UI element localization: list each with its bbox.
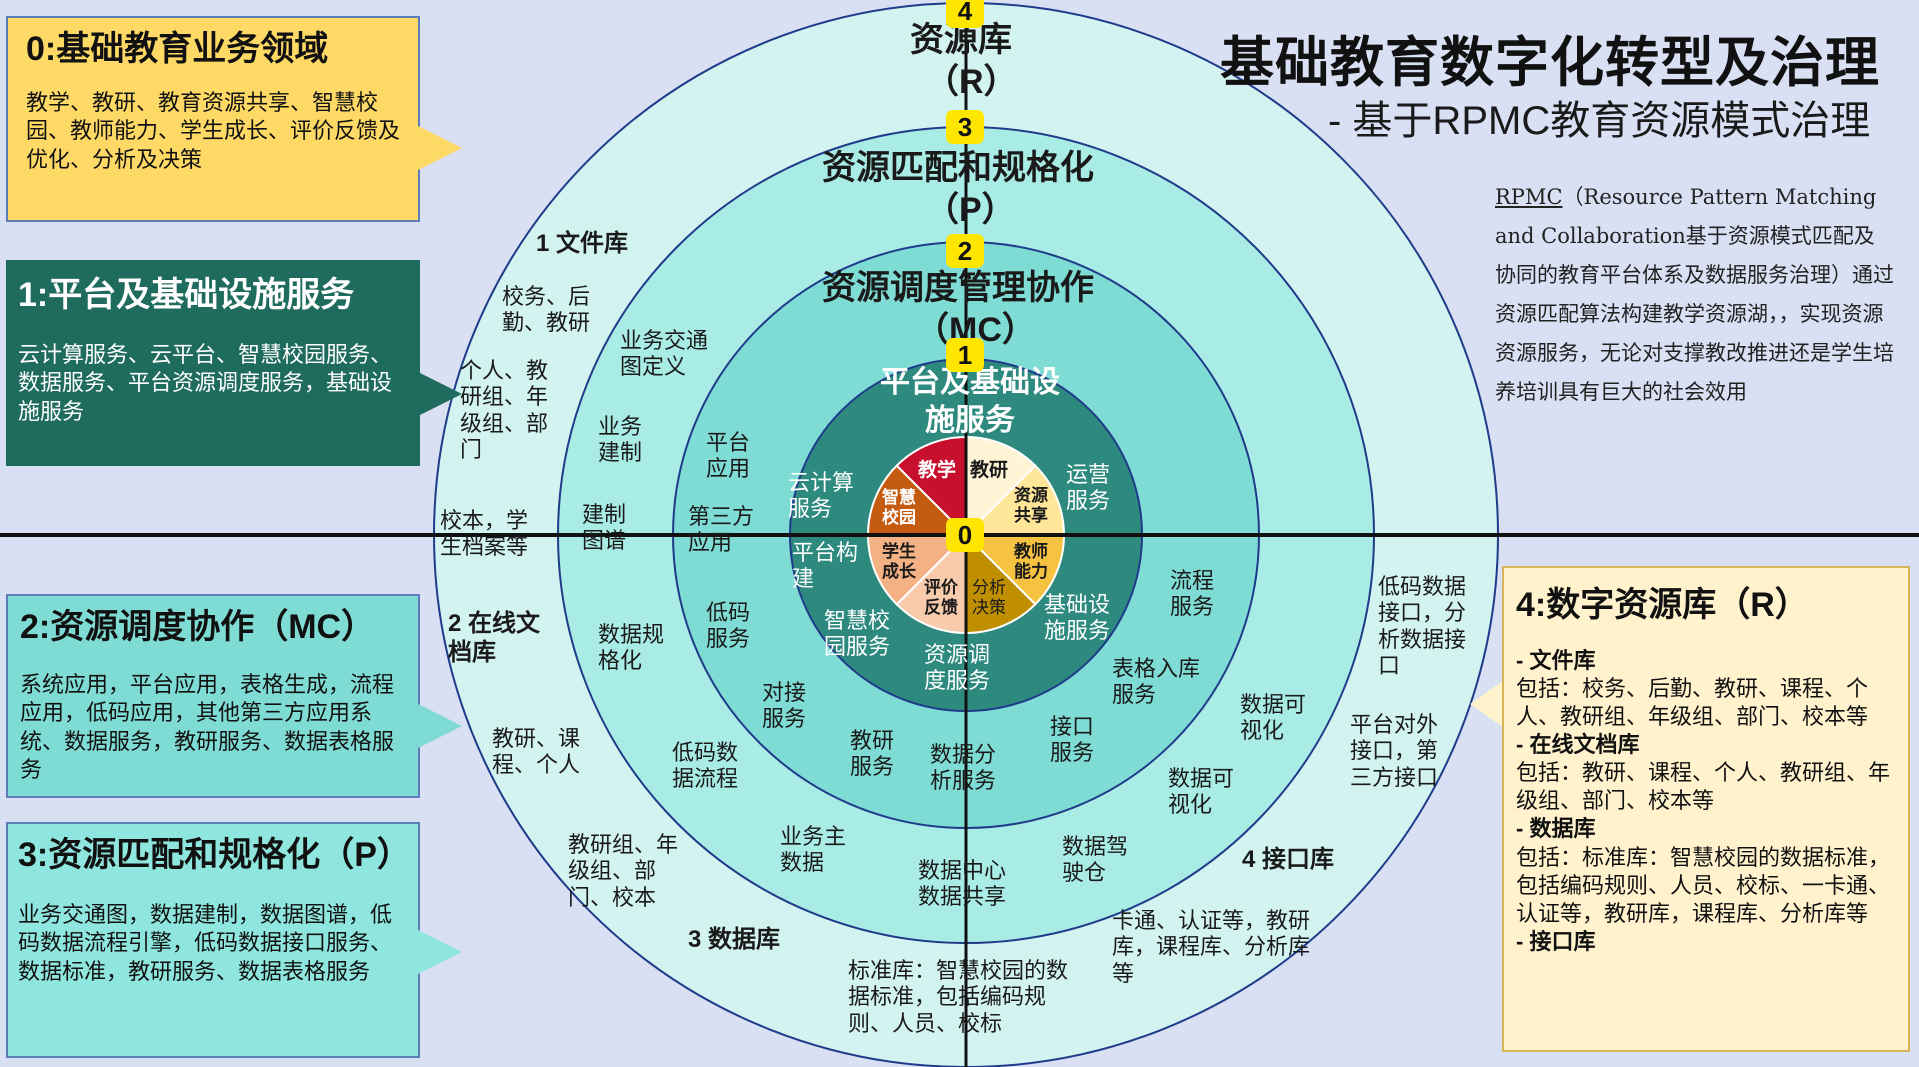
ring2-label-data-analysis: 数据分析服务 [930,742,997,794]
ring3-title: 资源匹配和规格化 [822,149,1094,187]
core-sector-1 [965,435,1037,538]
box-2-scheduling: 2:资源调度协作（MC） 系统应用，平台应用，表格生成，流程应用，低码应用，其他… [6,594,420,798]
ring1-label-resource-scheduling: 资源调度服务 [924,642,991,694]
ring1-label-infrastructure: 基础设施服务 [1044,592,1111,644]
ring3-label-lowcode-flow: 低码数据流程 [672,740,739,792]
box-1-tail [418,372,462,416]
ring4-label-online-a: 教研、课程、个人 [492,726,581,778]
box-3-matching: 3:资源匹配和规格化（P） 业务交通图，数据建制，数据图谱，低码数据流程引擎，低… [6,822,420,1058]
box-4-title: 4:数字资源库（R） [1516,586,1809,624]
ring3-label-data-center: 数据中心数据共享 [918,858,1007,910]
ring2-label-process-service: 流程服务 [1170,568,1215,620]
ring1-title: 平台及基础设施服务 [880,366,1060,437]
ring4-label-online-b: 教研组、年级组、部门、校本 [568,832,679,910]
box-3-tail [418,930,462,974]
box-2-tail [418,704,462,748]
ring4-label-file-b: 个人、教研组、年级组、部门 [460,358,549,463]
box-0-body: 教学、教研、教育资源共享、智慧校园、教师能力、学生成长、评价反馈及优化、分析及决… [26,89,401,172]
core-label-smart-campus: 智慧校园 [882,488,916,528]
box-4-item-1-body: 包括：教研、课程、个人、教研组、年级组、部门、校本等 [1516,760,1891,814]
ring2-label-research-service: 教研服务 [850,728,895,780]
box-2-body: 系统应用，平台应用，表格生成，流程应用，低码应用，其他第三方应用系统、数据服务，… [20,671,395,783]
ring1-label-cloud: 云计算服务 [788,470,855,522]
core-sector-0 [895,435,967,538]
badge-4: 4 [946,0,984,28]
box-4-item-1-head: - 在线文档库 [1516,731,1640,757]
ring2-label-lowcode-service: 低码服务 [706,600,751,652]
ring4-label-db-b: 卡通、认证等，教研库，课程库、分析库等 [1112,908,1311,986]
ring3-label-master-data: 业务主数据 [780,824,847,876]
core-label-teaching: 教学 [918,460,957,481]
core-label-teacher-ability: 教师能力 [1014,542,1048,582]
ring4-label-file-c: 校本，学生档案等 [440,508,529,560]
box-1-title: 1:平台及基础设施服务 [18,276,355,314]
ring4-code: （R） [925,63,1018,101]
ring4-label-if-b: 低码数据接口，分析数据接口 [1378,574,1467,679]
core-label-evaluation-feedback: 评价反馈 [924,578,958,618]
box-4-resource-library: 4:数字资源库（R） - 文件库 包括：校务、后勤、教研、课程、个人、教研组、年… [1502,566,1910,1052]
box-4-list: - 文件库 包括：校务、后勤、教研、课程、个人、教研组、年级组、部门、校本等 -… [1516,647,1896,957]
box-0-education-domain: 0:基础教育业务领域 教学、教研、教育资源共享、智慧校园、教师能力、学生成长、评… [6,16,420,222]
badge-3: 3 [946,110,984,144]
box-4-item-2-body: 包括：标准库：智慧校园的数据标准，包括编码规则、人员、校标、一卡通、认证等，教研… [1516,844,1891,926]
core-label-research: 教研 [970,460,1009,481]
core-label-analysis-decision: 分析决策 [972,578,1006,618]
ring4-label-database: 3 数据库 [688,926,781,953]
ring2-title: 资源调度管理协作 [822,269,1094,307]
box-2-title: 2:资源调度协作（MC） [20,608,376,646]
ring4-label-interface-lib: 4 接口库 [1242,846,1335,873]
core-sector-6 [866,534,969,606]
core-sector-2 [963,464,1066,536]
description-lead: RPMC [1495,185,1563,209]
ring4-label-if-a: 平台对外接口，第三方接口 [1350,712,1439,790]
core-sector-7 [866,464,969,536]
ring3-label-traffic-map: 业务交通图定义 [620,328,709,380]
page-subtitle: - 基于RPMC教育资源模式治理 [1328,99,1871,143]
box-4-item-0-body: 包括：校务、后勤、教研、课程、个人、教研组、年级组、部门、校本等 [1516,675,1869,729]
badge-1: 1 [946,338,984,372]
ring2-label-third-party-app: 第三方应用 [688,504,755,556]
core-sector-5 [895,532,967,635]
ring4-label-file-lib: 1 文件库 [536,230,629,257]
core-label-resource-share: 资源共享 [1014,486,1048,526]
description-text: （Resource Pattern Matching and Collabora… [1495,185,1894,404]
box-1-platform: 1:平台及基础设施服务 云计算服务、云平台、智慧校园服务、数据服务、平台资源调度… [6,260,420,466]
core-sector-3 [963,534,1066,606]
ring1-label-smart-campus: 智慧校园服务 [824,608,891,660]
ring2-label-docking-service: 对接服务 [762,680,807,732]
ring4-label-file-a: 校务、后勤、教研 [502,284,591,336]
ring2-label-table-storage: 表格入库服务 [1112,656,1201,708]
description: RPMC（Resource Pattern Matching and Colla… [1495,178,1895,412]
ring4-label-online-doc: 2 在线文档库 [448,610,541,666]
box-4-tail [1470,680,1504,728]
core-pie [866,435,1066,635]
ring3-label-data-normalize: 数据规格化 [598,622,665,674]
box-3-title: 3:资源匹配和规格化（P） [18,836,411,874]
box-0-title: 0:基础教育业务领域 [26,30,329,68]
badge-2: 2 [946,234,984,268]
core-label-student-growth: 学生成长 [882,542,916,582]
box-1-body: 云计算服务、云平台、智慧校园服务、数据服务、平台资源调度服务，基础设施服务 [18,341,393,424]
badge-0: 0 [946,518,984,552]
ring3-label-data-visual-2: 数据可视化 [1240,692,1307,744]
ring4-label-db-a: 标准库：智慧校园的数据标准，包括编码规则、人员、校标 [848,958,1069,1036]
core-sector-4 [965,532,1037,635]
box-3-body: 业务交通图，数据建制，数据图谱，低码数据流程引擎，低码数据接口服务、数据标准，教… [18,901,393,984]
page-title: 基础教育数字化转型及治理 [1220,33,1880,93]
ring3-label-data-visual-1: 数据可视化 [1168,766,1235,818]
ring1-label-platform-build: 平台构建 [792,540,859,592]
ring2-label-platform-app: 平台应用 [706,430,751,482]
ring1-label-operation: 运营服务 [1066,462,1111,514]
box-4-item-3-head: - 接口库 [1516,929,1596,955]
ring3-label-org-graph: 建制图谱 [582,502,627,554]
box-4-item-2-head: - 数据库 [1516,816,1596,842]
ring3-label-data-cockpit: 数据驾驶仓 [1062,834,1129,886]
ring2-label-interface-service: 接口服务 [1050,714,1095,766]
ring3-label-business-org: 业务建制 [598,414,643,466]
box-0-tail [418,126,462,170]
ring3-code: （P） [925,191,1016,229]
box-4-item-0-head: - 文件库 [1516,647,1596,673]
